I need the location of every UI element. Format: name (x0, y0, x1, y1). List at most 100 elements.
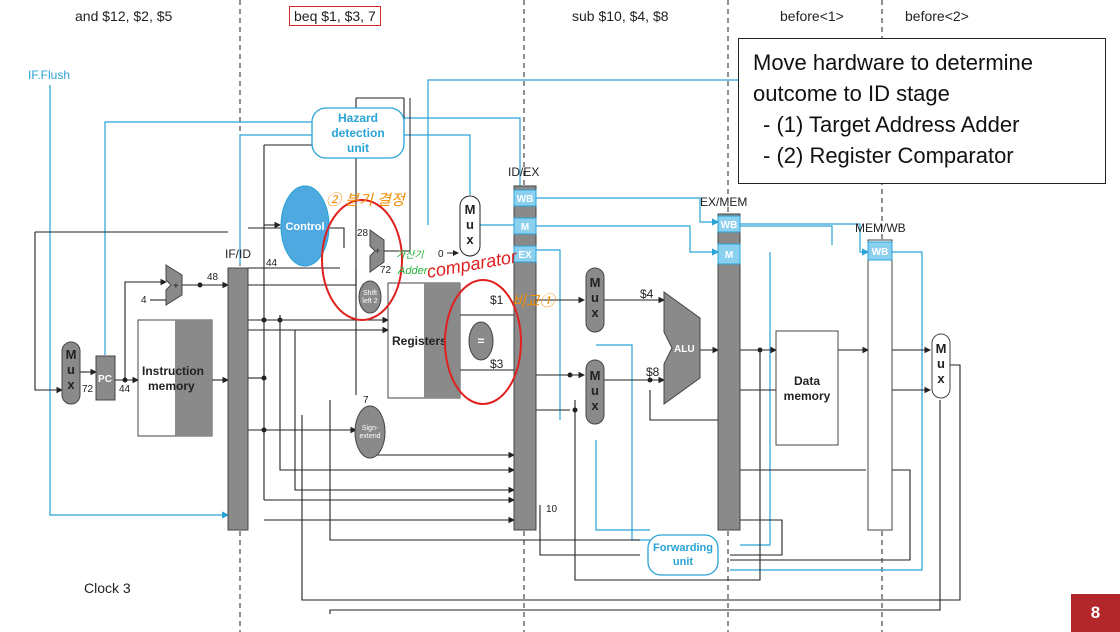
hazard-label-2: detection (331, 126, 384, 140)
explanation-callout: Move hardware to determine outcome to ID… (738, 38, 1106, 184)
adder-out-label: 48 (207, 272, 219, 283)
mux-label: x (937, 371, 945, 386)
hazard-label-3: unit (347, 141, 369, 155)
instr-mem-label-2: memory (148, 379, 195, 393)
idex-m-label: M (521, 222, 529, 233)
mux-label: M (66, 347, 77, 362)
reg-3-label: $3 (490, 357, 504, 371)
mux-label: x (466, 232, 474, 247)
branch-offset-label: 28 (357, 228, 369, 239)
shift-left-2 (358, 280, 382, 314)
branch-adder (369, 229, 385, 273)
pc-out-label: 44 (119, 384, 131, 395)
mem-wb-register (867, 239, 893, 531)
registers-label: Registers (392, 334, 447, 348)
clock-label: Clock 3 (84, 580, 131, 596)
idex-ex-label: EX (518, 250, 532, 261)
handwritten-note-1: ② 분기 결정 (326, 192, 407, 209)
mux-label: x (591, 398, 599, 413)
exmem-wb-label: WB (721, 220, 738, 231)
zero-label: 0 (438, 249, 444, 260)
mux-label: M (590, 368, 601, 383)
pc-label: PC (98, 374, 112, 385)
if-id-label: IF/ID (225, 247, 251, 261)
sign-label-1: Sign- (362, 425, 379, 432)
sign-extend (354, 405, 386, 459)
hazard-detection-unit (311, 107, 405, 159)
hazard-label-1: Hazard (338, 111, 378, 125)
mem-stage-instruction: before<1> (780, 8, 844, 24)
control-wires (49, 79, 923, 571)
data-memory (775, 330, 839, 446)
shift-label-2: left 2 (362, 298, 377, 305)
callout-line-3: - (1) Target Address Adder (763, 112, 1020, 137)
writeback-mux (931, 333, 951, 399)
mux-label: u (466, 217, 474, 232)
forwarding-unit (647, 534, 719, 576)
ex-mem-label: EX/MEM (700, 195, 747, 209)
wb-stage-instruction: before<2> (905, 8, 969, 24)
exmem-m-label: M (725, 250, 733, 261)
register-comparator (468, 321, 494, 361)
fwd-label-1: Forwarding (653, 542, 713, 554)
mux-label: u (67, 362, 75, 377)
plus-label: + (173, 281, 179, 292)
pc-adder (165, 264, 183, 306)
if-flush-label: IF.Flush (28, 68, 70, 82)
data-mem-label-2: memory (784, 389, 831, 403)
four-label: 4 (141, 295, 147, 306)
mux-label: M (590, 275, 601, 290)
mux-label: u (591, 290, 599, 305)
ifid-pc-label: 44 (266, 258, 278, 269)
sign-label-2: extend (359, 433, 380, 440)
alu-mux-b (585, 359, 605, 425)
ex-mem-register (717, 213, 741, 531)
mux-label: x (67, 377, 75, 392)
mem-wb-label: MEM/WB (855, 221, 906, 235)
handwritten-note-2: 가산기 (396, 249, 424, 261)
alu-label: ALU (674, 344, 695, 355)
id-stage-instruction: beq $1, $3, 7 (289, 6, 381, 26)
junction-dots (122, 282, 763, 433)
control-mux (459, 195, 481, 257)
data-mem-label-1: Data (794, 374, 820, 388)
handwritten-note-5: 비교① (512, 293, 557, 310)
mux-label: M (465, 202, 476, 217)
mux-label: u (591, 383, 599, 398)
handwritten-note-3: Adder (397, 265, 429, 277)
callout-line-4: - (2) Register Comparator (763, 143, 1014, 168)
comparator-highlight-circle (444, 279, 522, 405)
imm-value-label: 7 (363, 395, 369, 406)
pc-register (95, 355, 116, 401)
callout-line-1: Move hardware to determine (753, 50, 1034, 75)
ex-stage-instruction: sub $10, $4, $8 (572, 8, 669, 24)
id-ex-register (513, 185, 537, 531)
equal-label: = (477, 334, 484, 348)
rd-label: 10 (546, 504, 558, 515)
reg-4-label: $4 (640, 287, 654, 301)
memwb-wb-label: WB (872, 247, 889, 258)
fwd-label-2: unit (673, 556, 693, 568)
pc-value-label: 72 (82, 384, 94, 395)
if-stage-instruction: and $12, $2, $5 (75, 8, 173, 24)
mux-label: x (591, 305, 599, 320)
reg-8-label: $8 (646, 365, 660, 379)
alu (663, 291, 701, 405)
alu-mux-a (585, 267, 605, 333)
pc-mux (61, 341, 81, 405)
idex-wb-label: WB (517, 194, 534, 205)
adder-highlight-circle (321, 199, 403, 321)
mux-label: u (937, 356, 945, 371)
if-id-register (227, 267, 249, 531)
id-ex-label: ID/EX (508, 165, 539, 179)
datapath-wires (34, 97, 961, 614)
branch-target-label: 72 (380, 265, 392, 276)
shift-label-1: Shift (363, 290, 377, 297)
mux-label: M (936, 341, 947, 356)
instr-mem-label-1: Instruction (142, 364, 204, 378)
plus-label: + (375, 246, 380, 256)
callout-line-2: outcome to ID stage (753, 81, 950, 106)
control-fields: WB M EX WB M WB (513, 189, 893, 265)
reg-1-label: $1 (490, 293, 504, 307)
